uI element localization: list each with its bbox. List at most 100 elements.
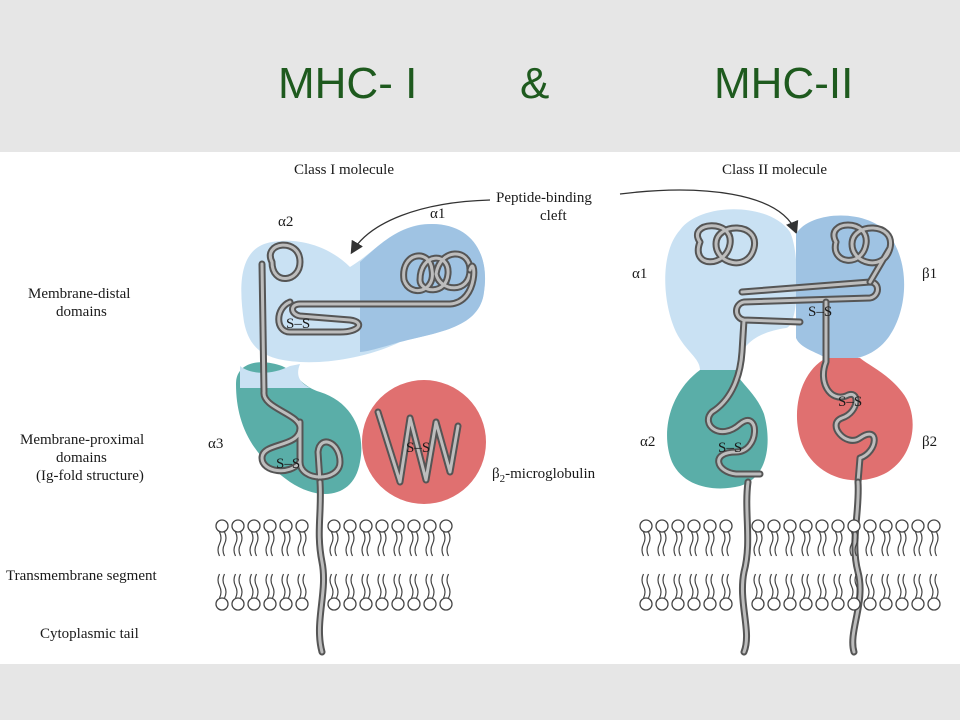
lipid-head (671, 597, 685, 611)
lipid-tail (361, 573, 366, 599)
lipid-tail (854, 531, 859, 557)
lipid-tail (726, 573, 731, 599)
lipid-tail (753, 531, 758, 557)
class2-disulfide-1: S–S (808, 304, 832, 320)
lipid-tail (662, 531, 667, 557)
lipid-tail (865, 531, 870, 557)
lipid-head (359, 597, 373, 611)
lipid-tail (265, 531, 270, 557)
lipid-tail (689, 573, 694, 599)
lipid-tail (785, 531, 790, 557)
lipid-head (295, 519, 309, 533)
lipid-tail (646, 531, 651, 557)
lipid-head (327, 519, 341, 533)
lipid-tail (393, 573, 398, 599)
label-peptide-cleft-2: cleft (540, 208, 567, 224)
lipid-head (247, 519, 261, 533)
class1-disulfide-1: S–S (286, 316, 310, 332)
lipid-tail (270, 531, 275, 557)
lipid-tail (769, 573, 774, 599)
lipid-head (343, 597, 357, 611)
lipid-head (391, 519, 405, 533)
beta2m-disulfide: S–S (406, 440, 430, 456)
lipid-tail (918, 573, 923, 599)
lipid-tail (822, 531, 827, 557)
lipid-head (879, 519, 893, 533)
lipid-tail (886, 573, 891, 599)
membrane-bilayer-left (215, 519, 453, 611)
lipid-tail (254, 573, 259, 599)
lipid-head (847, 519, 861, 533)
lipid-tail (806, 531, 811, 557)
class2-beta2-domain (796, 358, 913, 481)
lipid-head (895, 519, 909, 533)
lipid-tail (329, 531, 334, 557)
lipid-tail (758, 531, 763, 557)
lipid-tail (217, 531, 222, 557)
label-class1: Class I molecule (294, 162, 394, 178)
lipid-head (703, 519, 717, 533)
lipid-tail (753, 573, 758, 599)
lipid-head (767, 597, 781, 611)
lipid-head (767, 519, 781, 533)
class2-disulfide-2: S–S (718, 440, 742, 456)
lipid-head (327, 597, 341, 611)
lipid-tail (785, 573, 790, 599)
lipid-head (407, 519, 421, 533)
lipid-tail (382, 573, 387, 599)
lipid-tail (430, 531, 435, 557)
lipid-head (231, 519, 245, 533)
lipid-head (783, 519, 797, 533)
lipid-tail (929, 573, 934, 599)
lipid-tail (217, 573, 222, 599)
lipid-head (927, 519, 941, 533)
lipid-tail (913, 531, 918, 557)
lipid-tail (398, 573, 403, 599)
cleft-arrow-right (619, 189, 799, 235)
lipid-tail (270, 573, 275, 599)
title-mhc2: MHC-II (714, 59, 854, 108)
lipid-head (375, 519, 389, 533)
lipid-tail (345, 531, 350, 557)
class1-label-a2: α2 (278, 214, 293, 230)
lipid-head (439, 597, 453, 611)
cleft-arrow-left (350, 199, 491, 255)
lipid-head (359, 519, 373, 533)
lipid-tail (673, 531, 678, 557)
lipid-tail (881, 573, 886, 599)
lipid-head (783, 597, 797, 611)
lipid-tail (286, 531, 291, 557)
lipid-tail (726, 531, 731, 557)
lipid-head (407, 597, 421, 611)
class1-label-a1: α1 (430, 206, 445, 222)
lipid-head (343, 519, 357, 533)
label-class2: Class II molecule (722, 162, 827, 178)
lipid-tail (934, 573, 939, 599)
lipid-tail (774, 531, 779, 557)
lipid-tail (350, 531, 355, 557)
lipid-head (815, 519, 829, 533)
lipid-tail (414, 531, 419, 557)
lipid-head (719, 597, 733, 611)
lipid-tail (801, 531, 806, 557)
class1-label-a3: α3 (208, 436, 223, 452)
lipid-tail (689, 531, 694, 557)
class2-beta-chain (820, 221, 894, 656)
lipid-tail (849, 573, 854, 599)
lipid-tail (774, 573, 779, 599)
lipid-head (799, 519, 813, 533)
lipid-tail (414, 573, 419, 599)
lipid-tail (646, 573, 651, 599)
lipid-head (687, 597, 701, 611)
lipid-tail (377, 531, 382, 557)
lipid-tail (662, 573, 667, 599)
title-ampersand: & (520, 59, 550, 108)
lipid-tail (233, 573, 238, 599)
lipid-head (439, 519, 453, 533)
class1-label-b2m: β2-microglobulin (492, 466, 596, 485)
lipid-tail (721, 531, 726, 557)
lipid-head (831, 597, 845, 611)
lipid-tail (238, 531, 243, 557)
membrane-bilayer-right (639, 519, 941, 611)
lipid-head (423, 519, 437, 533)
